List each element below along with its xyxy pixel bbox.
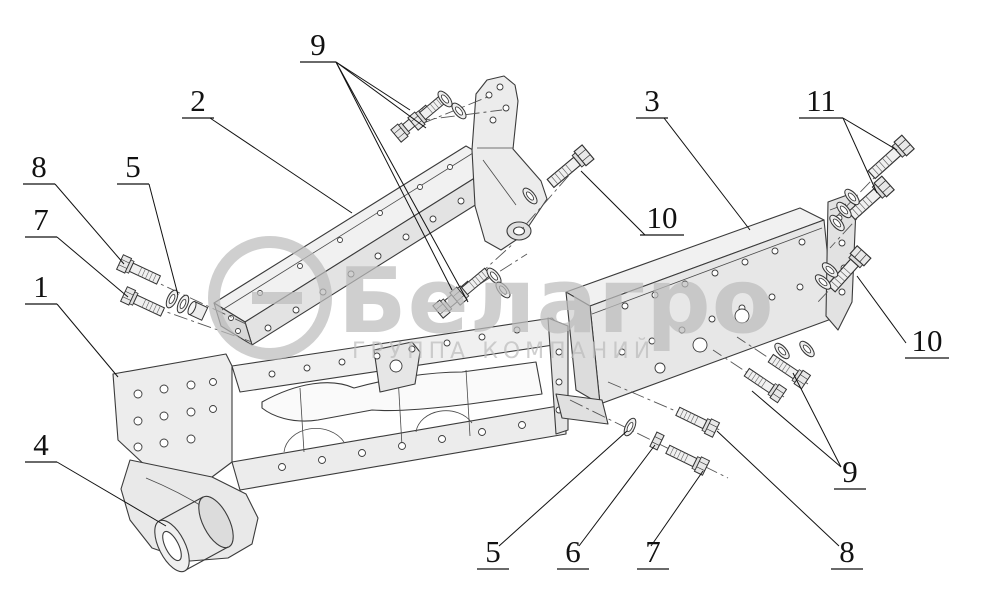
callout-9-bottom: 9 xyxy=(842,454,858,489)
right-side-beam-part xyxy=(555,193,857,425)
beam-holes xyxy=(228,164,492,334)
bolt-icon xyxy=(864,134,915,183)
callout-8-left: 8 xyxy=(31,149,47,184)
callout-9-top: 9 xyxy=(310,27,326,62)
left-side-beam-part xyxy=(213,75,548,346)
bolt-icon xyxy=(663,441,711,476)
bolt-icon xyxy=(120,286,167,320)
callout-10-right: 10 xyxy=(912,323,943,358)
callout-10-left: 10 xyxy=(647,200,678,235)
callouts: 9 2 3 11 8 5 7 10 1 10 4 9 5 6 7 8 xyxy=(23,27,949,570)
callout-8-bottom: 8 xyxy=(839,534,855,569)
callout-7-bottom: 7 xyxy=(645,534,661,569)
bushing-part xyxy=(154,496,229,573)
front-semi-frame-part xyxy=(112,317,569,562)
bolt-icon xyxy=(673,403,721,438)
callout-6-bottom: 6 xyxy=(565,534,581,569)
front-plate-holes xyxy=(133,378,217,452)
callout-1: 1 xyxy=(33,269,49,304)
callout-3: 3 xyxy=(644,83,660,118)
spacer-sleeve-icon xyxy=(185,299,209,321)
callout-2: 2 xyxy=(190,83,206,118)
washer-icon xyxy=(796,338,818,360)
leader-lines xyxy=(54,61,907,547)
watermark-subtitle: ГРУППА КОМПАНИЙ xyxy=(352,338,655,364)
watermark-emblem xyxy=(208,236,332,360)
rail-holes xyxy=(268,326,563,471)
callout-4: 4 xyxy=(33,427,49,462)
bolt-icon xyxy=(741,365,787,404)
beam-holes-right xyxy=(618,238,806,374)
bolt-icon xyxy=(116,254,163,288)
watermark-brand: Белагро xyxy=(338,249,775,354)
bolt-icon xyxy=(544,144,595,192)
nut-icon xyxy=(649,431,665,451)
callout-5-bottom: 5 xyxy=(485,534,501,569)
callout-7-left: 7 xyxy=(33,202,49,237)
watermark: Белагро ГРУППА КОМПАНИЙ xyxy=(208,236,775,364)
callout-5-left: 5 xyxy=(125,149,141,184)
frame-assembly-drawing xyxy=(112,75,915,573)
callout-11: 11 xyxy=(806,83,836,118)
